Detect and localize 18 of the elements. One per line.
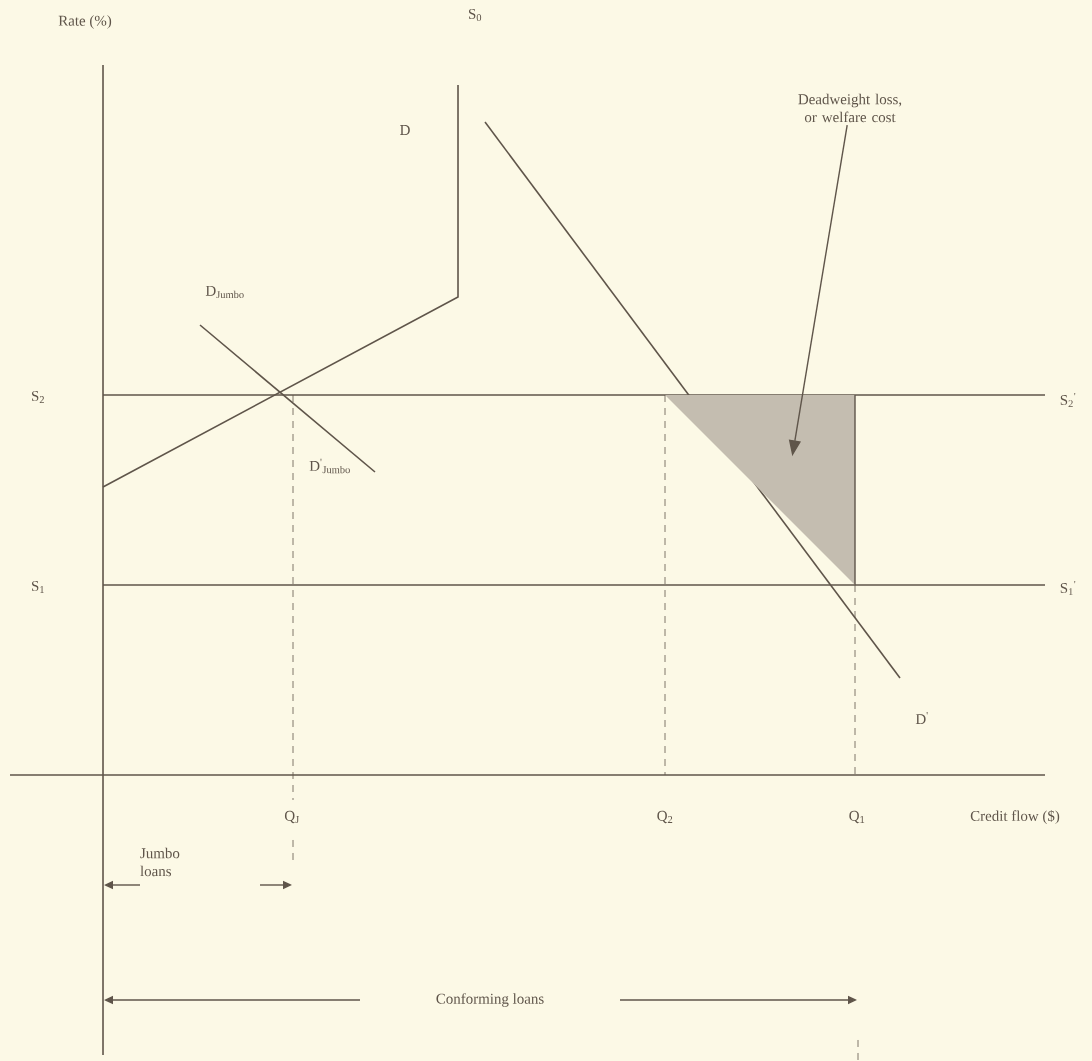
curve-label: S$_{1}$' [1060, 580, 1076, 596]
curve-label: S$_{0}$ [469, 8, 482, 22]
curve-label: D$^{'}$ [915, 711, 928, 725]
dimension-label: Conforming loans [436, 993, 544, 1007]
tick-label: Q$_{J}$ [284, 810, 299, 824]
curve-label: D [400, 125, 410, 135]
curve-label: D$^{'}$Jumbo [309, 458, 350, 474]
axis-label: Rate (%) [58, 15, 112, 29]
curve-label: S$_{1}$ [32, 581, 44, 593]
tick-label: Q$_{2}$ [657, 810, 673, 824]
curve-label: S$_{2}$ [32, 391, 44, 403]
dimension-label: Jumbo loans [140, 847, 180, 877]
tick-label: Q$_{1}$ [849, 810, 865, 824]
curve-label: S$_{2}$' [1060, 392, 1076, 408]
curve-label: D$_{Jumbo}$ [205, 285, 244, 299]
shaded-triangle [665, 394, 856, 586]
callout-text: Deadweight loss, or welfare cost [798, 93, 902, 123]
axis-label: Credit flow ($) [970, 810, 1060, 824]
